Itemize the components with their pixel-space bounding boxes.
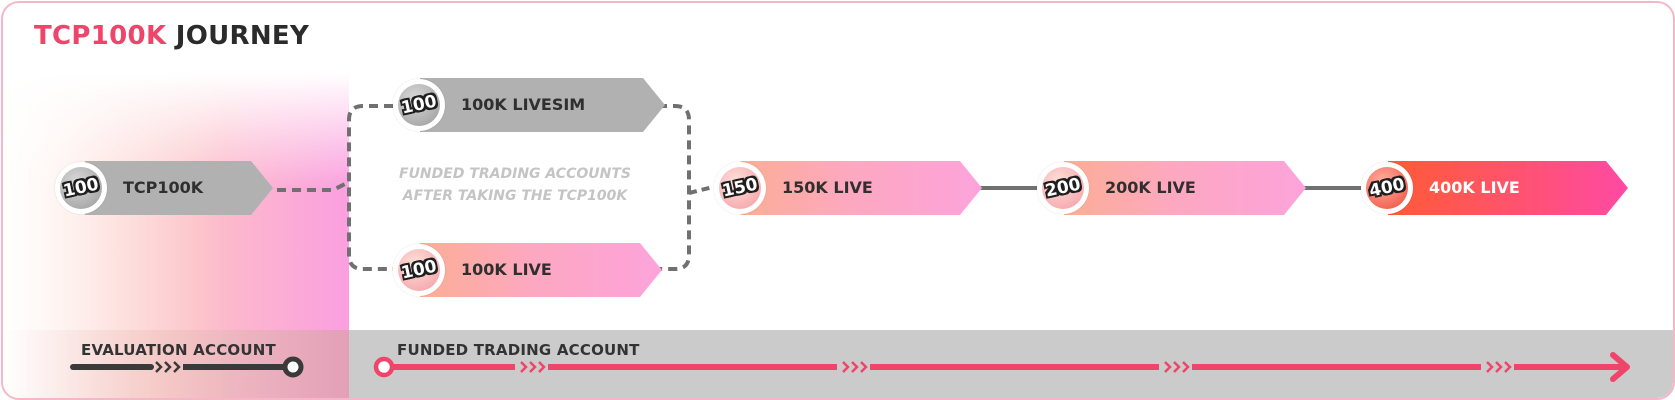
connector-tcp-to-branch	[277, 181, 348, 192]
connector-branch-right	[658, 104, 691, 271]
connector-branch-left	[347, 104, 393, 271]
node-100k-livesim-label: 100K LIVESIM	[461, 95, 586, 114]
badge-400k-live-number: 400	[1367, 174, 1407, 202]
node-100k-live: 100K LIVE	[420, 243, 662, 297]
badge-tcp100k-number: 100	[61, 174, 101, 202]
note-line-1: FUNDED TRADING ACCOUNTS	[399, 166, 631, 182]
node-tcp100k-label: TCP100K	[123, 178, 204, 197]
node-200k-live-label: 200K LIVE	[1105, 178, 1196, 197]
funded-chevrons-3	[1164, 361, 1190, 373]
funded-start-dot	[373, 356, 395, 378]
badge-100k-live-number: 100	[399, 256, 439, 284]
title-rest: JOURNEY	[175, 21, 310, 51]
badge-400k-live: 400	[1361, 162, 1413, 214]
badge-150k-live: 150	[714, 162, 766, 214]
node-100k-live-label: 100K LIVE	[461, 260, 552, 279]
node-200k-live: 200K LIVE	[1064, 161, 1306, 215]
funded-chevrons-2	[842, 361, 868, 373]
node-100k-livesim: 100K LIVESIM	[420, 78, 665, 132]
badge-100k-livesim-number: 100	[399, 91, 439, 119]
evaluation-account-label: EVALUATION ACCOUNT	[81, 341, 276, 359]
funded-chevrons-4	[1486, 361, 1512, 373]
node-150k-live: 150K LIVE	[741, 161, 982, 215]
note-line-2: AFTER TAKING THE TCP100K	[402, 188, 628, 204]
badge-200k-live: 200	[1037, 162, 1089, 214]
node-400k-live: 400K LIVE	[1388, 161, 1628, 215]
badge-100k-live: 100	[393, 244, 445, 296]
connector-branch-to-150k	[688, 185, 714, 195]
badge-tcp100k: 100	[55, 162, 107, 214]
node-150k-live-label: 150K LIVE	[782, 178, 873, 197]
funded-chevrons-1	[520, 361, 546, 373]
funded-trading-account-label: FUNDED TRADING ACCOUNT	[397, 341, 640, 359]
funded-arrowhead	[1610, 352, 1630, 382]
connector-lines	[70, 104, 1630, 382]
page-title: TCP100K JOURNEY	[34, 21, 309, 51]
node-400k-live-label: 400K LIVE	[1429, 178, 1520, 197]
evaluation-end-dot	[282, 356, 304, 378]
badge-100k-livesim: 100	[393, 79, 445, 131]
evaluation-chevrons	[155, 361, 181, 373]
funded-accounts-note: FUNDED TRADING ACCOUNTS AFTER TAKING THE…	[389, 163, 641, 207]
node-tcp100k: TCP100K	[85, 161, 273, 215]
badge-200k-live-number: 200	[1043, 174, 1083, 202]
badge-150k-live-number: 150	[720, 174, 760, 202]
title-accent: TCP100K	[34, 21, 167, 51]
